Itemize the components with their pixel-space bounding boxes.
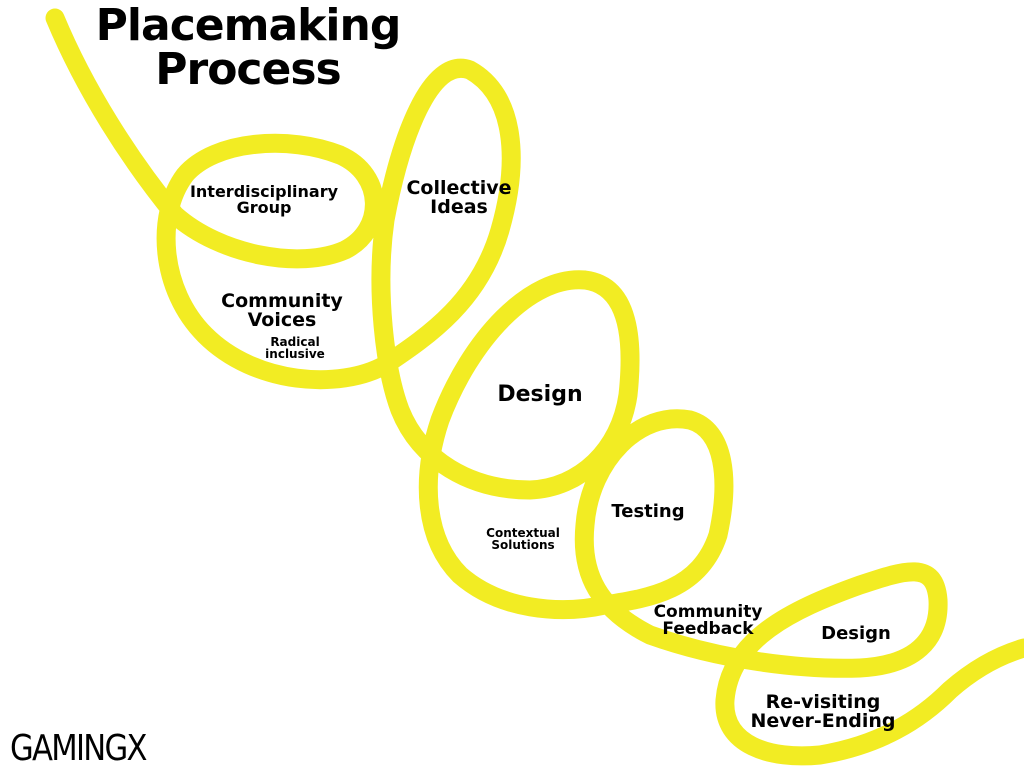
label-community-voices: Community Voices (215, 292, 349, 330)
label-line: inclusive (265, 347, 325, 361)
label-radical-inclusive: Radical inclusive (262, 336, 328, 360)
label-line: Never-Ending (750, 710, 896, 732)
label-line: Collective (406, 177, 512, 199)
label-interdisciplinary-group: Interdisciplinary Group (188, 184, 340, 216)
label-line: Contextual (486, 526, 560, 540)
label-contextual-solutions: Contextual Solutions (480, 527, 566, 551)
label-design-2: Design (821, 623, 891, 644)
label-line: Radical (270, 335, 320, 349)
label-line: Community (653, 602, 763, 622)
label-line: Feedback (662, 619, 754, 639)
label-line: Ideas (430, 196, 488, 218)
label-line: Group (236, 198, 292, 217)
spiral-stroke (45, 8, 1024, 766)
label-line: Community (221, 290, 343, 312)
label-line: Re-visiting (765, 691, 881, 713)
label-line: Voices (247, 309, 317, 331)
title-line-1: Placemaking (95, 0, 402, 51)
label-community-feedback: Community Feedback (646, 604, 770, 638)
brand-logo: GAMINGX (10, 728, 147, 769)
label-line: Interdisciplinary (189, 182, 339, 201)
page-title: Placemaking Process (88, 4, 408, 92)
title-line-2: Process (155, 44, 341, 95)
label-collective-ideas: Collective Ideas (400, 179, 518, 217)
label-testing: Testing (611, 501, 685, 522)
label-revisiting-never-ending: Re-visiting Never-Ending (748, 693, 898, 731)
label-line: Solutions (491, 538, 555, 552)
label-design-1: Design (497, 382, 583, 407)
